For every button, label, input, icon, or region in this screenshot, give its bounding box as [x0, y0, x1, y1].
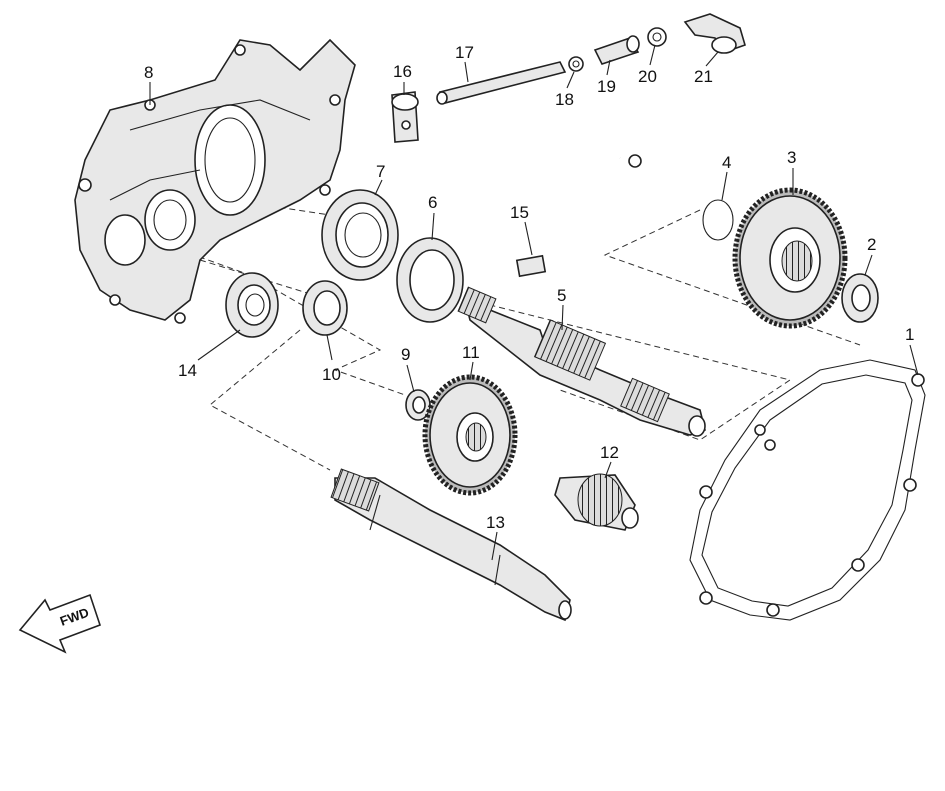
small-clamp	[568, 56, 584, 72]
label-part-1: 1	[905, 325, 914, 344]
bearing-left	[225, 272, 279, 338]
main-shaft	[457, 286, 706, 437]
label-part-5: 5	[557, 286, 566, 305]
bracket	[391, 91, 419, 143]
label-part-17: 17	[455, 43, 474, 62]
output-shaft	[330, 468, 572, 622]
label-part-21: 21	[694, 67, 713, 86]
transmission-case	[74, 38, 356, 324]
label-part-6: 6	[428, 193, 437, 212]
circlip	[702, 199, 734, 241]
label-part-9: 9	[401, 345, 410, 364]
part-labels: 1 2 3 4 5 6 7 8 9 10 11 12 13 14 15 16 1…	[144, 43, 914, 532]
label-part-18: 18	[555, 90, 574, 109]
hose-clamp	[647, 27, 667, 47]
washer-right	[841, 273, 879, 323]
small-gear	[554, 473, 639, 531]
leader-lines	[149, 44, 919, 561]
oil-seal	[396, 237, 464, 323]
oil-tube	[515, 146, 642, 278]
label-part-20: 20	[638, 67, 657, 86]
large-bearing	[321, 189, 399, 281]
forward-arrow-icon: FWD	[18, 593, 102, 654]
label-part-19: 19	[597, 77, 616, 96]
label-part-2: 2	[867, 235, 876, 254]
bearing-middle	[302, 280, 348, 336]
label-part-4: 4	[722, 153, 731, 172]
label-part-13: 13	[486, 513, 505, 532]
label-part-14: 14	[178, 361, 197, 380]
middle-gear	[422, 374, 518, 496]
label-part-11: 11	[462, 343, 480, 362]
label-part-10: 10	[322, 365, 341, 384]
label-part-16: 16	[393, 62, 412, 81]
label-part-12: 12	[600, 443, 619, 462]
label-part-3: 3	[787, 148, 796, 167]
gasket	[689, 359, 926, 621]
label-part-15: 15	[510, 203, 529, 222]
label-part-8: 8	[144, 63, 153, 82]
connector	[593, 35, 640, 65]
elbow-hose	[683, 13, 746, 54]
label-part-7: 7	[376, 162, 385, 181]
large-gear	[732, 187, 848, 329]
breather-tube	[436, 61, 567, 105]
